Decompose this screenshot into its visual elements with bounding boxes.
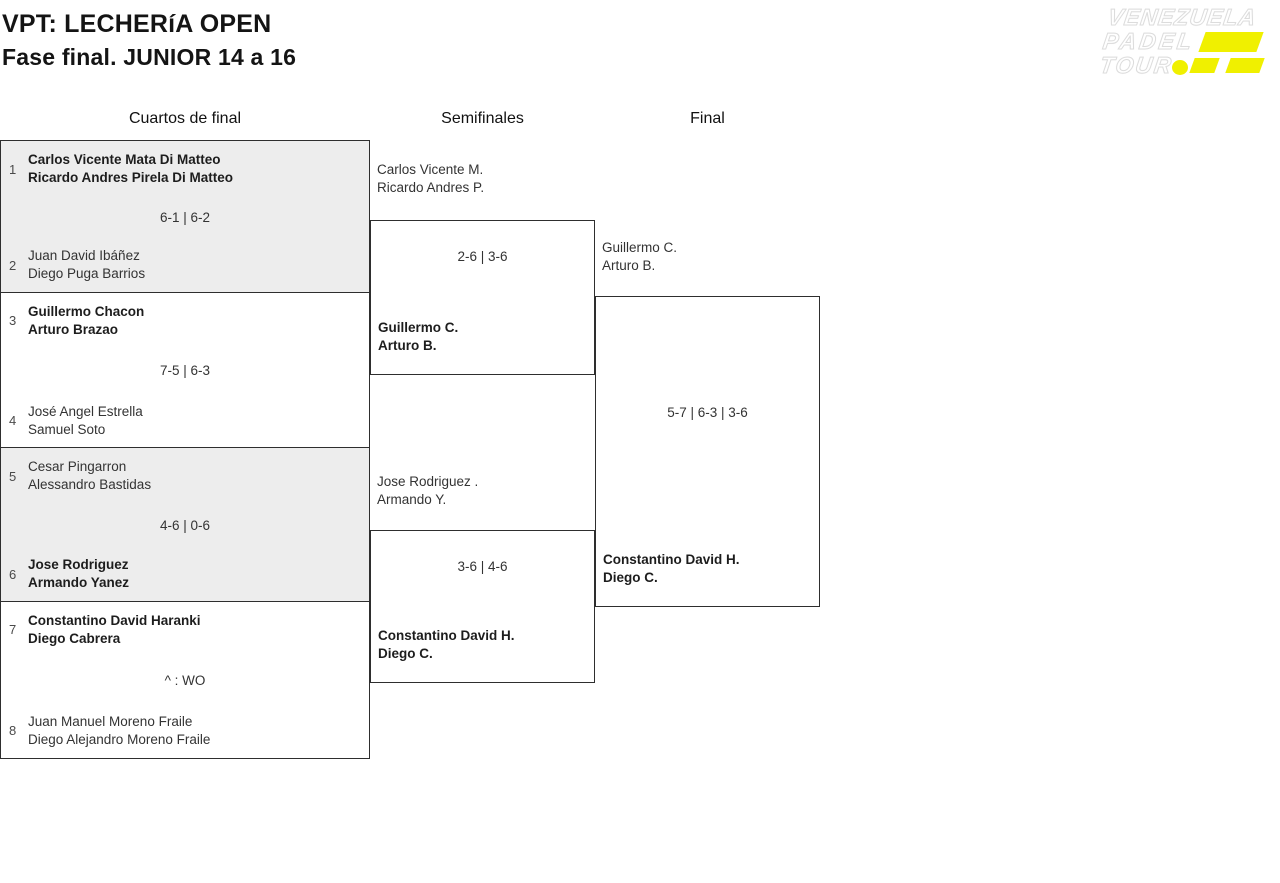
logo-text-padel: PADEL xyxy=(1101,28,1197,55)
player-name: Arturo Brazao xyxy=(28,321,119,337)
sf1-top-team: Carlos Vicente M. Ricardo Andres P. xyxy=(377,161,484,197)
sf2-winner-team: Constantino David H. Diego C. xyxy=(378,627,515,663)
champion-team: Constantino David H. Diego C. xyxy=(603,551,740,587)
qf-match-3: 5 Cesar Pingarron Alessandro Bastidas 4-… xyxy=(0,447,370,602)
player-name: Armando Yanez xyxy=(28,575,130,590)
player-name: Guillermo Chacon xyxy=(28,303,145,319)
player-name: Guillermo C. xyxy=(602,240,678,255)
logo-bar-icon xyxy=(1225,58,1265,73)
final-top-team: Guillermo C. Arturo B. xyxy=(602,239,677,275)
page-subtitle: Fase final. JUNIOR 14 a 16 xyxy=(2,44,297,70)
venezuela-padel-tour-logo: VENEZUELA PADEL TOUR xyxy=(1098,0,1280,88)
player-name: Samuel Soto xyxy=(28,421,106,437)
seed-number: 4 xyxy=(9,413,17,428)
seed-number: 6 xyxy=(9,566,17,582)
match-score: 6-1 | 6-2 xyxy=(159,209,211,225)
seed-number: 8 xyxy=(9,723,17,738)
match-score: 5-7 | 6-3 | 3-6 xyxy=(667,405,748,420)
logo-dot-icon xyxy=(1172,60,1188,75)
final-match: 5-7 | 6-3 | 3-6 Constantino David H. Die… xyxy=(595,296,820,607)
qf-match-1: 1 Carlos Vicente Mata Di Matteo Ricardo … xyxy=(0,140,370,293)
seed-number: 7 xyxy=(9,622,17,637)
player-name: Jose Rodriguez . xyxy=(377,474,479,489)
seed-number: 2 xyxy=(9,257,17,273)
qf-match-4: 7 Constantino David Haranki Diego Cabrer… xyxy=(0,600,370,759)
player-name: Alessandro Bastidas xyxy=(28,477,152,492)
logo-bar-icon xyxy=(1189,58,1220,73)
team-slot: 6 Jose Rodriguez Armando Yanez xyxy=(9,556,361,592)
player-name: Arturo B. xyxy=(602,258,656,273)
player-name: Guillermo C. xyxy=(378,320,459,335)
team-names: Cesar Pingarron Alessandro Bastidas xyxy=(28,458,151,494)
match-score: 3-6 | 4-6 xyxy=(457,559,508,574)
sf1-winner-team: Guillermo C. Arturo B. xyxy=(378,319,458,355)
player-name: Juan Manuel Moreno Fraile xyxy=(28,713,193,729)
page-title: VPT: LECHERíA OPEN xyxy=(2,10,272,38)
team-slot: 3 Guillermo Chacon Arturo Brazao xyxy=(9,303,361,339)
player-name: Carlos Vicente M. xyxy=(377,162,484,177)
team-names: José Angel Estrella Samuel Soto xyxy=(28,403,143,439)
sf-match-1: 2-6 | 3-6 Guillermo C. Arturo B. xyxy=(370,220,595,375)
seed-number: 5 xyxy=(9,468,17,484)
player-name: Diego Puga Barrios xyxy=(28,266,146,281)
sf2-top-team: Jose Rodriguez . Armando Y. xyxy=(377,473,478,509)
logo-text-tour: TOUR xyxy=(1098,52,1175,79)
seed-number: 1 xyxy=(9,161,17,177)
team-names: Constantino David Haranki Diego Cabrera xyxy=(28,612,201,648)
logo-text-venezuela: VENEZUELA xyxy=(1106,4,1259,31)
player-name: Juan David Ibáñez xyxy=(28,248,140,263)
player-name: Diego Cabrera xyxy=(28,630,121,646)
team-slot: 4 José Angel Estrella Samuel Soto xyxy=(9,403,361,439)
sf-match-2: 3-6 | 4-6 Constantino David H. Diego C. xyxy=(370,530,595,683)
team-slot: 1 Carlos Vicente Mata Di Matteo Ricardo … xyxy=(9,151,361,187)
player-name: Constantino David Haranki xyxy=(28,612,201,628)
player-name: Carlos Vicente Mata Di Matteo xyxy=(28,152,221,167)
player-name: Arturo B. xyxy=(378,338,437,353)
seed-number: 3 xyxy=(9,313,17,328)
player-name: Diego C. xyxy=(603,570,658,585)
quarterfinals-column: 1 Carlos Vicente Mata Di Matteo Ricardo … xyxy=(0,140,370,759)
column-header-semifinales: Semifinales xyxy=(441,110,524,127)
column-header-cuartos: Cuartos de final xyxy=(128,110,242,127)
player-name: Constantino David H. xyxy=(378,628,515,643)
player-name: Diego Alejandro Moreno Fraile xyxy=(28,731,211,747)
qf-match-2: 3 Guillermo Chacon Arturo Brazao 7-5 | 6… xyxy=(0,291,370,449)
player-name: Diego C. xyxy=(378,646,433,661)
team-names: Carlos Vicente Mata Di Matteo Ricardo An… xyxy=(28,151,233,187)
match-score: 4-6 | 0-6 xyxy=(159,517,211,533)
player-name: Constantino David H. xyxy=(603,552,740,567)
player-name: Ricardo Andres Pirela Di Matteo xyxy=(28,170,234,185)
player-name: Armando Y. xyxy=(377,492,447,507)
player-name: Jose Rodriguez xyxy=(28,557,129,572)
team-slot: 8 Juan Manuel Moreno Fraile Diego Alejan… xyxy=(9,713,361,749)
player-name: Ricardo Andres P. xyxy=(377,180,485,195)
team-names: Juan Manuel Moreno Fraile Diego Alejandr… xyxy=(28,713,210,749)
match-score: ^ : WO xyxy=(164,672,206,688)
logo-bar-icon xyxy=(1198,32,1264,52)
team-slot: 2 Juan David Ibáñez Diego Puga Barrios xyxy=(9,247,361,283)
player-name: José Angel Estrella xyxy=(28,403,143,419)
team-slot: 7 Constantino David Haranki Diego Cabrer… xyxy=(9,612,361,648)
team-slot: 5 Cesar Pingarron Alessandro Bastidas xyxy=(9,458,361,494)
column-header-final: Final xyxy=(690,110,725,127)
match-score: 2-6 | 3-6 xyxy=(457,249,508,264)
team-names: Guillermo Chacon Arturo Brazao xyxy=(28,303,144,339)
match-score: 7-5 | 6-3 xyxy=(159,363,211,378)
team-names: Juan David Ibáñez Diego Puga Barrios xyxy=(28,247,145,283)
player-name: Cesar Pingarron xyxy=(28,459,127,474)
team-names: Jose Rodriguez Armando Yanez xyxy=(28,556,129,592)
